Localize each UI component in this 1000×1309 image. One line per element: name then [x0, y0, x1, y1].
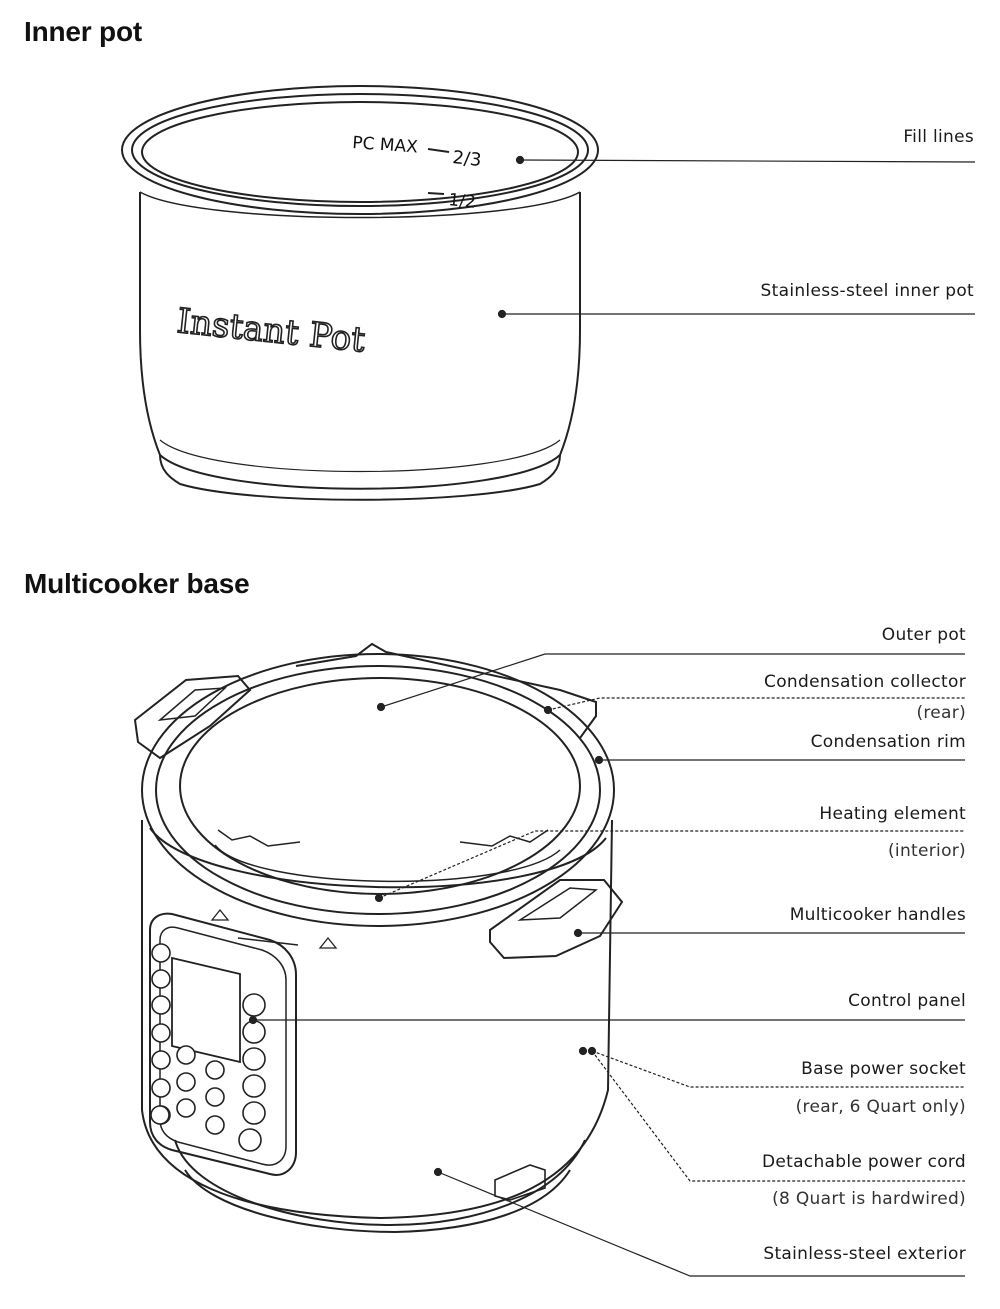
- callout-line-power-cord: [591, 1050, 965, 1182]
- pot-marking-max: PC MAX: [352, 133, 419, 158]
- rim-tabs: [217, 829, 549, 847]
- inner-pot-body: [139, 192, 581, 490]
- callout-line-exterior: [437, 1171, 965, 1277]
- panel-button-1: [151, 943, 171, 963]
- label-condensation-collector-note: (rear): [916, 703, 966, 723]
- callout-line-condensation-collector: [547, 697, 965, 711]
- pot-marking-two-thirds: 2/3: [451, 147, 482, 171]
- inner-pot-rim-inner: [141, 101, 579, 203]
- callout-line-fill-lines: [519, 159, 976, 163]
- panel-button-2: [151, 969, 171, 989]
- section-title-multicooker-base: Multicooker base: [24, 568, 250, 599]
- inner-pot-base-ring: [159, 454, 561, 501]
- label-control-panel: Control panel: [848, 991, 966, 1011]
- label-inner-pot: Stainless-steel inner pot: [760, 281, 974, 301]
- base-skirt-upper: [174, 1139, 586, 1227]
- label-fill-lines: Fill lines: [903, 127, 974, 147]
- panel-button-20: [150, 1105, 170, 1125]
- control-panel-bezel: [159, 926, 287, 1166]
- label-outer-pot: Outer pot: [881, 625, 966, 645]
- panel-button-13: [205, 1115, 225, 1135]
- label-condensation-rim: Condensation rim: [810, 732, 966, 752]
- outer-pot-rim: [141, 653, 615, 927]
- inner-opening: [179, 677, 581, 895]
- panel-button-5: [151, 1050, 171, 1070]
- callout-line-outer-pot: [380, 653, 965, 708]
- rear-bracket: [295, 642, 597, 739]
- label-power-cord-note: (8 Quart is hardwired): [772, 1189, 966, 1209]
- inner-pot-upper-band: [139, 191, 581, 219]
- base-skirt-lower: [184, 1169, 571, 1234]
- panel-button-8: [176, 1045, 196, 1065]
- panel-button-4: [151, 1023, 171, 1043]
- control-panel-frame: [149, 912, 297, 1176]
- panel-button-19: [238, 1128, 262, 1152]
- inner-pot-rim-mid: [131, 93, 589, 207]
- fill-line-max-dash: [427, 148, 450, 153]
- pot-marking-half: 1/2: [447, 190, 476, 213]
- callout-dot-power-socket: [578, 1046, 588, 1056]
- panel-button-11: [205, 1060, 225, 1080]
- control-panel-display: [171, 956, 241, 1064]
- condensation-rim-ring: [155, 665, 601, 915]
- label-exterior: Stainless-steel exterior: [763, 1244, 966, 1264]
- label-condensation-collector: Condensation collector: [764, 672, 966, 692]
- lock-arrow: [237, 937, 299, 946]
- lock-icon: [210, 908, 338, 949]
- panel-button-15: [242, 1020, 266, 1044]
- base-housing: [141, 819, 613, 1220]
- panel-button-9: [176, 1072, 196, 1092]
- panel-button-17: [242, 1074, 266, 1098]
- fill-line-half-dash: [427, 192, 445, 195]
- rim-collar: [149, 827, 607, 889]
- panel-button-16: [242, 1047, 266, 1071]
- callout-line-heating-element: [378, 830, 965, 899]
- left-handle: [133, 674, 252, 760]
- panel-button-14: [242, 993, 266, 1017]
- section-title-inner-pot: Inner pot: [24, 16, 142, 47]
- panel-button-18: [242, 1101, 266, 1125]
- label-heating-element: Heating element: [819, 804, 966, 824]
- panel-button-12: [205, 1087, 225, 1107]
- right-handle: [489, 879, 624, 960]
- label-handles: Multicooker handles: [789, 905, 966, 925]
- label-power-cord: Detachable power cord: [761, 1152, 966, 1172]
- inner-pot-base-line: [159, 439, 561, 473]
- label-heating-element-note: (interior): [888, 841, 966, 861]
- right-handle-grip: [517, 887, 598, 921]
- panel-button-3: [151, 995, 171, 1015]
- panel-button-6: [151, 1078, 171, 1098]
- control-panel-buttons: [150, 943, 266, 1152]
- label-power-socket-note: (rear, 6 Quart only): [795, 1097, 966, 1117]
- callout-line-power-socket: [591, 1050, 965, 1088]
- panel-button-10: [176, 1098, 196, 1118]
- label-power-socket: Base power socket: [801, 1059, 966, 1079]
- inner-pot-rim-outer: [121, 85, 599, 215]
- heating-plate-edge: [214, 844, 561, 883]
- left-handle-grip: [157, 687, 228, 722]
